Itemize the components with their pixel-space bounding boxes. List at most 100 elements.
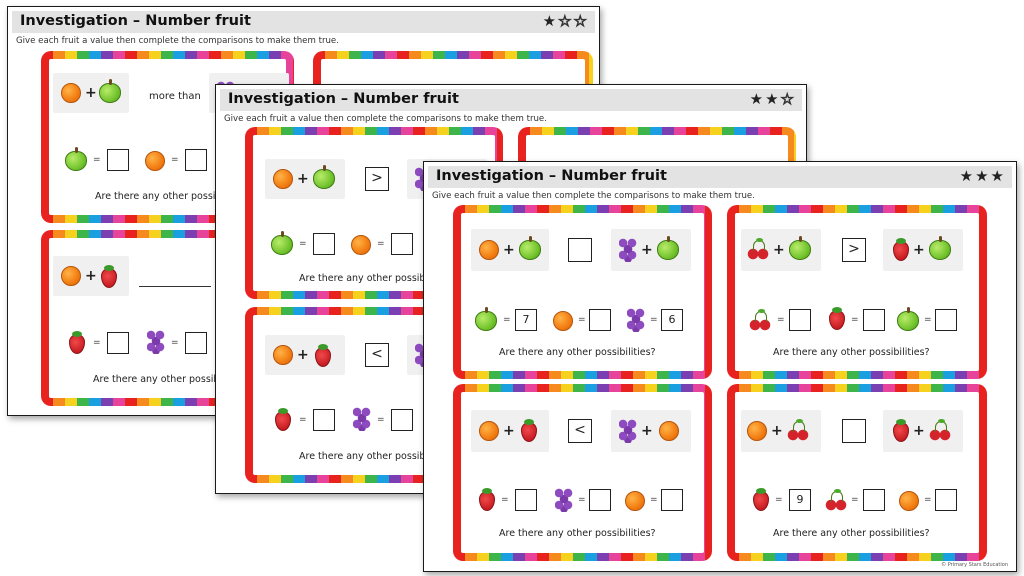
orange-icon bbox=[479, 421, 499, 441]
question-text: Are there any other possibilities? bbox=[499, 528, 656, 539]
star-icon: ★ bbox=[749, 90, 766, 108]
question-text: Are there any other possibilities? bbox=[93, 374, 250, 385]
comparison-box[interactable]: > bbox=[365, 167, 389, 191]
strawberry-icon bbox=[893, 238, 909, 261]
equals-sign: = bbox=[503, 315, 511, 325]
comparison-box[interactable]: < bbox=[568, 419, 592, 443]
grapes-icon bbox=[353, 407, 371, 431]
answer-box[interactable] bbox=[935, 309, 957, 331]
orange-icon bbox=[625, 491, 645, 511]
apple-icon bbox=[475, 307, 497, 331]
apple-icon bbox=[929, 236, 951, 260]
comparison-blank-line[interactable] bbox=[139, 286, 211, 287]
equals-sign: = bbox=[924, 495, 932, 505]
instructions: Give each fruit a value then complete th… bbox=[16, 36, 339, 46]
apple-icon bbox=[789, 236, 811, 260]
equals-sign: = bbox=[299, 239, 307, 249]
equals-sign: = bbox=[777, 315, 785, 325]
answer-box[interactable] bbox=[789, 309, 811, 331]
equals-sign: = bbox=[650, 495, 658, 505]
puzzle-card: + + = 9 = = Are there any other possibil… bbox=[727, 384, 987, 561]
instructions: Give each fruit a value then complete th… bbox=[432, 191, 755, 201]
instructions: Give each fruit a value then complete th… bbox=[224, 114, 547, 124]
question-text: Are there any other possibilities? bbox=[299, 451, 456, 462]
strawberry-icon bbox=[101, 265, 117, 288]
orange-icon bbox=[61, 266, 81, 286]
question-text: Are there any other possibilities? bbox=[773, 347, 930, 358]
equals-sign: = bbox=[377, 415, 385, 425]
orange-icon bbox=[273, 169, 293, 189]
answer-box[interactable] bbox=[863, 309, 885, 331]
plus-sign: + bbox=[771, 423, 783, 439]
answer-box[interactable]: 9 bbox=[789, 489, 811, 511]
cherries-icon bbox=[787, 419, 809, 441]
puzzle-card: + > + = = = Are there any other possibil… bbox=[727, 205, 987, 379]
star-icon: ☆ bbox=[558, 12, 574, 31]
page-title: Investigation – Number fruit bbox=[20, 13, 251, 29]
comparison-box[interactable] bbox=[842, 419, 866, 443]
plus-sign: + bbox=[85, 85, 97, 101]
page-title: Investigation – Number fruit bbox=[436, 168, 667, 184]
equals-sign: = bbox=[171, 155, 179, 165]
star-icon: ★ bbox=[990, 167, 1006, 185]
answer-box[interactable] bbox=[313, 409, 335, 431]
page-title: Investigation – Number fruit bbox=[228, 91, 459, 107]
answer-box[interactable]: 6 bbox=[661, 309, 683, 331]
strawberry-icon bbox=[69, 331, 85, 354]
equals-sign: = bbox=[775, 495, 783, 505]
answer-box[interactable] bbox=[391, 409, 413, 431]
cherries-icon bbox=[747, 238, 769, 260]
strawberry-icon bbox=[521, 419, 537, 442]
answer-box[interactable] bbox=[313, 233, 335, 255]
answer-box[interactable] bbox=[589, 309, 611, 331]
grapes-icon bbox=[619, 419, 637, 443]
orange-icon bbox=[553, 311, 573, 331]
answer-box[interactable] bbox=[863, 489, 885, 511]
puzzle-card: + + = 7 = = 6 Are there any other possib… bbox=[453, 205, 712, 379]
orange-icon bbox=[145, 151, 165, 171]
answer-box[interactable] bbox=[185, 149, 207, 171]
plus-sign: + bbox=[773, 242, 785, 258]
answer-box[interactable] bbox=[661, 489, 683, 511]
apple-icon bbox=[99, 79, 121, 103]
equals-sign: = bbox=[93, 338, 101, 348]
equals-sign: = bbox=[377, 239, 385, 249]
question-text: Are there any other possibilities? bbox=[95, 191, 252, 202]
difficulty-stars: ★☆☆ bbox=[542, 12, 589, 31]
apple-icon bbox=[519, 236, 541, 260]
difficulty-stars: ★★★ bbox=[960, 167, 1006, 185]
star-icon: ★ bbox=[542, 12, 559, 30]
plus-sign: + bbox=[641, 423, 653, 439]
grapes-icon bbox=[555, 488, 573, 512]
plus-sign: + bbox=[503, 242, 515, 258]
puzzle-card: + < + = = = Are there any other possibil… bbox=[453, 384, 712, 561]
question-text: Are there any other possibilities? bbox=[299, 273, 456, 284]
comparison-box[interactable]: < bbox=[365, 343, 389, 367]
orange-icon bbox=[747, 421, 767, 441]
apple-icon bbox=[65, 147, 87, 171]
comparison-box[interactable] bbox=[568, 238, 592, 262]
answer-box[interactable] bbox=[107, 332, 129, 354]
plus-sign: + bbox=[913, 423, 925, 439]
plus-sign: + bbox=[641, 242, 653, 258]
apple-icon bbox=[271, 231, 293, 255]
answer-box[interactable] bbox=[107, 149, 129, 171]
orange-icon bbox=[351, 235, 371, 255]
answer-box[interactable] bbox=[185, 332, 207, 354]
strawberry-icon bbox=[315, 344, 331, 367]
answer-box[interactable]: 7 bbox=[515, 309, 537, 331]
answer-box[interactable] bbox=[515, 489, 537, 511]
orange-icon bbox=[273, 345, 293, 365]
answer-box[interactable] bbox=[935, 489, 957, 511]
strawberry-icon bbox=[275, 408, 291, 431]
plus-sign: + bbox=[297, 347, 309, 363]
copyright-text: © Primary Stars Education bbox=[941, 562, 1008, 568]
comparison-box[interactable]: > bbox=[842, 238, 866, 262]
plus-sign: + bbox=[503, 423, 515, 439]
equals-sign: = bbox=[299, 415, 307, 425]
grapes-icon bbox=[147, 330, 165, 354]
grapes-icon bbox=[619, 238, 637, 262]
answer-box[interactable] bbox=[589, 489, 611, 511]
answer-box[interactable] bbox=[391, 233, 413, 255]
orange-icon bbox=[479, 240, 499, 260]
